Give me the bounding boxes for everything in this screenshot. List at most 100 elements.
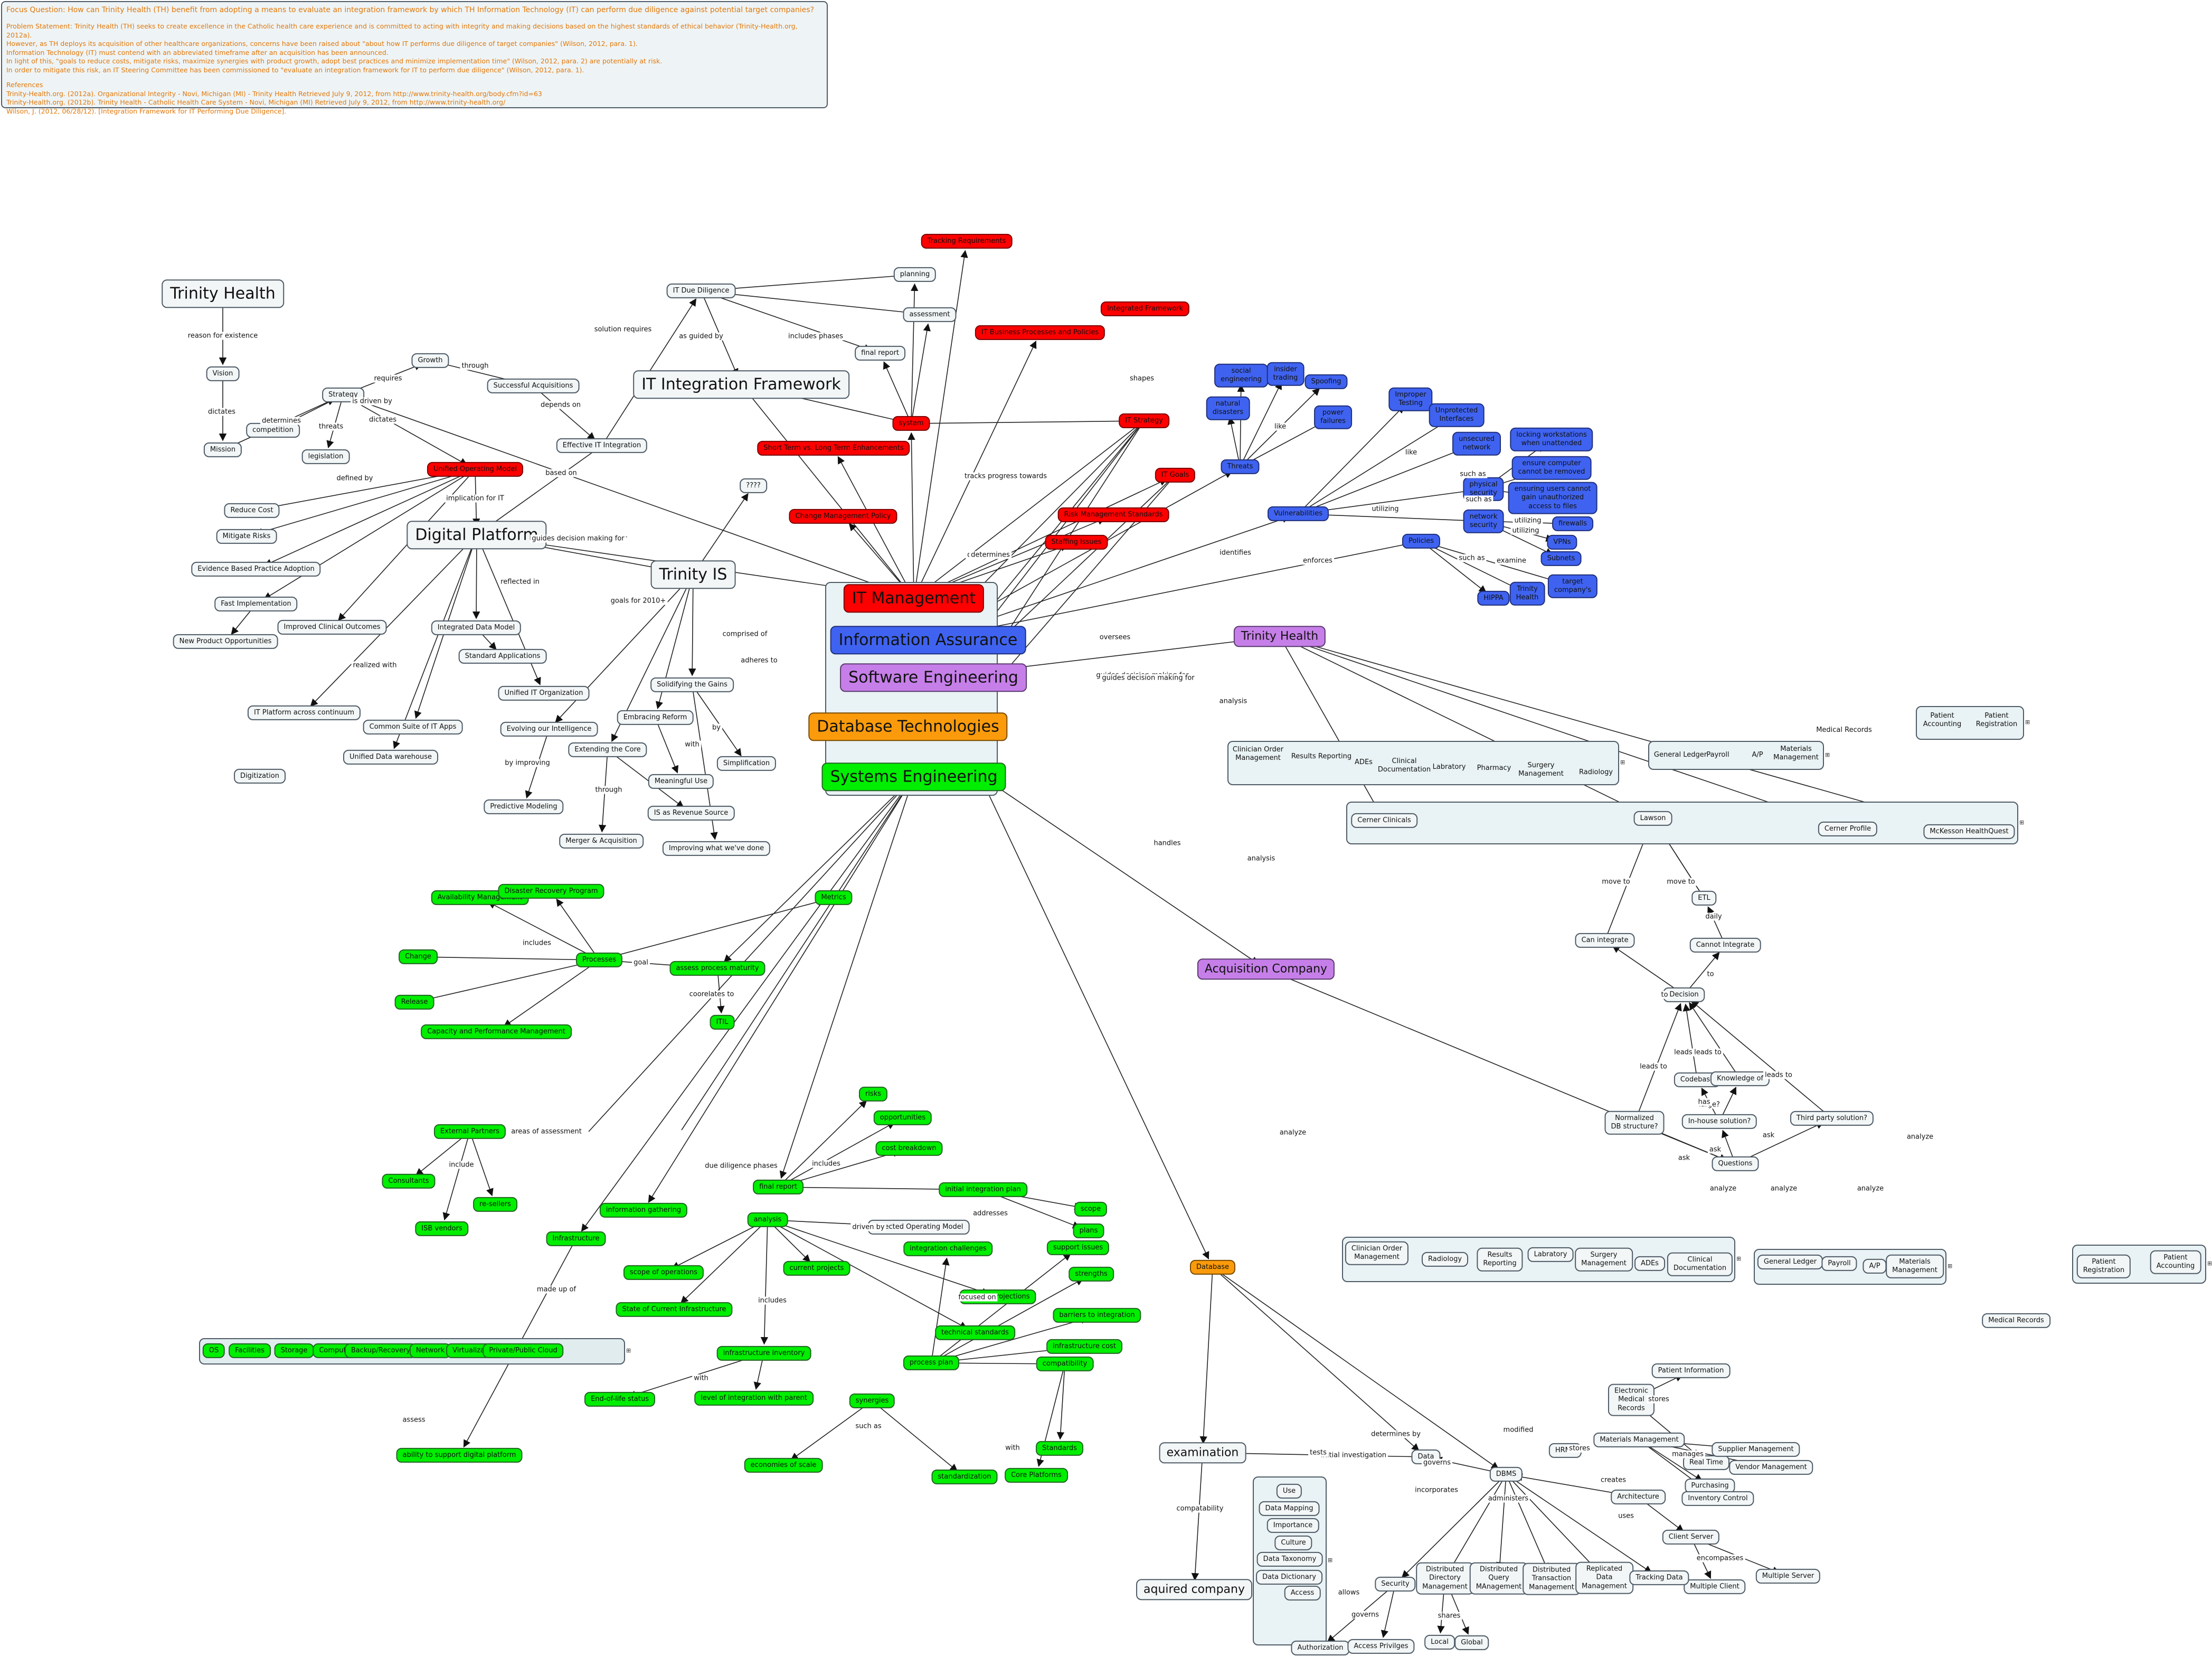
node-client-server[interactable]: Client Server — [1662, 1529, 1720, 1545]
node-unsecured[interactable]: unsecured network — [1452, 431, 1501, 456]
node-common-suite[interactable]: Common Suite of IT Apps — [363, 719, 463, 735]
th-financial-item[interactable]: A/P — [1752, 750, 1763, 759]
node-it-mgmt[interactable]: IT Management — [843, 584, 985, 613]
node-disaster[interactable]: Disaster Recovery Program — [498, 883, 604, 899]
node-scope-g[interactable]: scope — [1074, 1201, 1108, 1217]
node-dt-mgmt[interactable]: Distributed Transaction Management — [1523, 1563, 1581, 1595]
node-it-strategy[interactable]: IT Strategy — [1119, 413, 1169, 429]
node-mission[interactable]: Mission — [203, 442, 242, 458]
group-collapse-icon[interactable]: ⊞ — [2207, 1260, 2212, 1267]
th-clinical-item[interactable]: Radiology — [1578, 768, 1613, 776]
node-hipaa[interactable]: HIPPA — [1477, 590, 1510, 606]
acq-patient-acct-item[interactable]: Patient Registration — [2076, 1254, 2131, 1278]
acq-clinical-item[interactable]: Results Reporting — [1477, 1247, 1523, 1272]
node-assess-pm[interactable]: assess process maturity — [669, 961, 765, 976]
group-collapse-icon[interactable]: ⊞ — [1328, 1557, 1333, 1564]
node-db-tech[interactable]: Database Technologies — [808, 712, 1008, 741]
node-it-goals[interactable]: IT Goals — [1155, 467, 1196, 483]
th-financial-item[interactable]: General Ledger — [1653, 750, 1707, 759]
infrastructure-item[interactable]: Network — [409, 1343, 451, 1359]
node-authorization[interactable]: Authorization — [1291, 1640, 1350, 1656]
node-it-platform[interactable]: IT Platform across continuum — [247, 705, 361, 721]
node-change-mgmt[interactable]: Change Management Policy — [789, 509, 897, 524]
th-clinical-item[interactable]: Clinical Documentation — [1377, 757, 1431, 774]
node-itil[interactable]: ITIL — [710, 1014, 735, 1030]
node-strengths[interactable]: strengths — [1069, 1266, 1114, 1282]
node-merger[interactable]: Merger & Acquisition — [559, 833, 644, 849]
node-decision[interactable]: Decision — [1663, 987, 1705, 1003]
node-new-prod[interactable]: New Product Opportunities — [173, 634, 278, 650]
group-collapse-icon[interactable]: ⊞ — [626, 1347, 631, 1354]
data-aspects-item[interactable]: Use — [1276, 1483, 1302, 1499]
node-data[interactable]: Data — [1411, 1449, 1441, 1465]
node-predictive[interactable]: Predictive Modeling — [484, 799, 564, 815]
node-inventory[interactable]: Inventory Control — [1681, 1491, 1754, 1507]
th-financial-item[interactable]: Materials Management — [1773, 745, 1819, 761]
node-level-integ[interactable]: level of integration with parent — [694, 1390, 814, 1406]
data-aspects-item[interactable]: Importance — [1266, 1518, 1319, 1533]
node-metrics[interactable]: Metrics — [815, 890, 853, 906]
node-vpns[interactable]: VPNs — [1547, 534, 1577, 550]
node-extending[interactable]: Extending the Core — [568, 742, 647, 758]
node-eff-it[interactable]: Effective IT Integration — [556, 438, 648, 454]
th-clinical-item[interactable]: Results Reporting — [1291, 752, 1352, 760]
node-access-priv[interactable]: Access Privilges — [1347, 1639, 1415, 1654]
node-trinity-health-s[interactable]: Trinity Health — [1509, 581, 1545, 606]
node-ensure[interactable]: ensure computer cannot be removed — [1511, 456, 1592, 480]
node-dq-mgmt[interactable]: Distributed Query MAnagement — [1469, 1562, 1528, 1595]
node-integrated-framework[interactable]: Integrated Framework — [1100, 301, 1190, 317]
data-aspects-item[interactable]: Data Dictionary — [1256, 1569, 1322, 1585]
node-standards-g[interactable]: Standards — [1036, 1441, 1083, 1456]
node-sys-eng[interactable]: Systems Engineering — [821, 763, 1006, 791]
node-risk-mgmt[interactable]: Risk Management Standards — [1057, 507, 1169, 523]
node-questions[interactable]: Questions — [1712, 1156, 1759, 1172]
node-digitization[interactable]: Digitization — [234, 768, 286, 784]
data-aspects-item[interactable]: Access — [1284, 1585, 1321, 1601]
node-eol[interactable]: End-of-life status — [584, 1391, 656, 1407]
node-unified-dw[interactable]: Unified Data warehouse — [343, 749, 438, 765]
node-int-data-model[interactable]: Integrated Data Model — [431, 620, 522, 636]
node-analysis-g[interactable]: analysis — [747, 1212, 788, 1228]
node-process-plan[interactable]: process plan — [903, 1355, 960, 1371]
node-improved-clin[interactable]: Improved Clinical Outcomes — [277, 619, 387, 635]
acq-clinical-item[interactable]: ADEs — [1634, 1256, 1665, 1272]
node-cerner-profile[interactable]: Cerner Profile — [1818, 821, 1878, 837]
acq-patient-acct-item[interactable]: Patient Accounting — [2150, 1250, 2201, 1274]
node-database[interactable]: Database — [1189, 1259, 1236, 1275]
node-firewalls[interactable]: firewalls — [1552, 516, 1593, 532]
node-infra-cost[interactable]: infrastructure cost — [1046, 1339, 1122, 1354]
node-threats[interactable]: Threats — [1221, 459, 1260, 475]
infrastructure-item[interactable]: Facilities — [229, 1343, 271, 1359]
group-collapse-icon[interactable]: ⊞ — [2025, 719, 2030, 726]
node-knowledge[interactable]: Knowledge of — [1710, 1071, 1770, 1087]
node-rep-data[interactable]: Replicated Data Management — [1575, 1561, 1633, 1594]
node-subnets[interactable]: Subnets — [1540, 551, 1582, 567]
node-info-assurance[interactable]: Information Assurance — [830, 626, 1026, 654]
node-capacity[interactable]: Capacity and Performance Management — [421, 1024, 572, 1040]
node-info-gather[interactable]: information gathering — [599, 1202, 688, 1218]
node-infra-inventory[interactable]: infrastructure inventory — [716, 1345, 811, 1361]
node-system[interactable]: system — [892, 416, 930, 431]
th-patient-acct-item[interactable]: Patient Registration — [1975, 711, 2018, 728]
data-aspects-item[interactable]: Data Mapping — [1259, 1501, 1320, 1517]
group-collapse-icon[interactable]: ⊞ — [1948, 1263, 1953, 1269]
th-clinical-item[interactable]: Clinician Order Management — [1232, 745, 1284, 762]
th-financial-item[interactable]: Payroll — [1706, 750, 1729, 759]
node-cerner[interactable]: Cerner Clinicals — [1351, 813, 1417, 829]
node-std-apps[interactable]: Standard Applications — [458, 648, 547, 664]
node-solidify[interactable]: Solidifying the Gains — [650, 677, 734, 693]
node-patient-info[interactable]: Patient Information — [1651, 1363, 1731, 1379]
node-unprotected[interactable]: Unprotected Interfaces — [1429, 403, 1485, 427]
infrastructure-item[interactable]: Storage — [274, 1343, 314, 1359]
node-assessment[interactable]: assessment — [903, 307, 957, 323]
node-embracing[interactable]: Embracing Reform — [617, 710, 694, 726]
node-planning[interactable]: planning — [893, 267, 937, 283]
node-unified-it[interactable]: Unified IT Organization — [498, 685, 590, 701]
node-dd-mgmt[interactable]: Distributed Directory Management — [1416, 1562, 1474, 1595]
node-qqqq[interactable]: ???? — [740, 478, 767, 494]
node-lawson[interactable]: Lawson — [1633, 811, 1672, 826]
node-scope-ops[interactable]: scope of operations — [623, 1265, 704, 1281]
acq-financial-item[interactable]: Payroll — [1821, 1256, 1857, 1272]
node-ability[interactable]: ability to support digital platform — [396, 1447, 523, 1463]
th-clinical-item[interactable]: ADEs — [1355, 758, 1373, 766]
